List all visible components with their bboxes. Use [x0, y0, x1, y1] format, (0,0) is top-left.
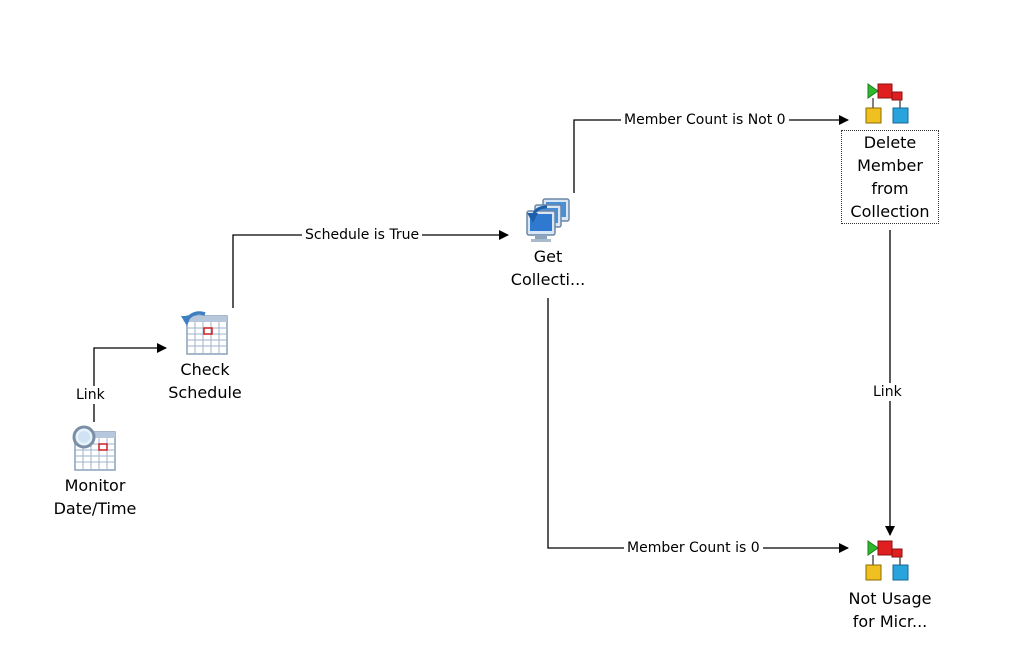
calendar-magnifier-icon: [72, 425, 116, 471]
activity-label: Monitor Date/Time: [53, 476, 137, 518]
link-line-check-get[interactable]: [232, 230, 509, 308]
activity-monitor-date-time[interactable]: Monitor Date/Time: [40, 424, 150, 520]
activity-label: Get Collecti...: [510, 247, 586, 289]
activity-label: Not Usage for Micr...: [848, 589, 932, 631]
activity-not-usage[interactable]: Not Usage for Micr...: [835, 537, 945, 633]
link-label-check-get[interactable]: Schedule is True: [302, 226, 423, 244]
link-label-monitor-check[interactable]: Link: [73, 386, 108, 404]
link-line-get-not-usage[interactable]: [547, 298, 849, 553]
activity-delete-member-from-collection[interactable]: Delete Member from Collection: [841, 80, 939, 224]
link-label-delete-not-usage[interactable]: Link: [870, 383, 905, 401]
link-label-get-not-usage[interactable]: Member Count is 0: [624, 539, 763, 557]
link-label-get-delete[interactable]: Member Count is Not 0: [621, 111, 789, 129]
activity-get-collection[interactable]: Get Collecti...: [493, 195, 603, 291]
activity-label: Delete Member from Collection: [841, 130, 939, 224]
workflow-blocks-icon: [865, 83, 909, 124]
calendar-check-icon: [181, 311, 228, 355]
link-line-get-delete[interactable]: [573, 115, 849, 193]
workflow-blocks-icon: [865, 540, 909, 581]
activity-label: Check Schedule: [168, 360, 242, 402]
activity-check-schedule[interactable]: Check Schedule: [150, 308, 260, 404]
computers-icon: [526, 198, 570, 242]
